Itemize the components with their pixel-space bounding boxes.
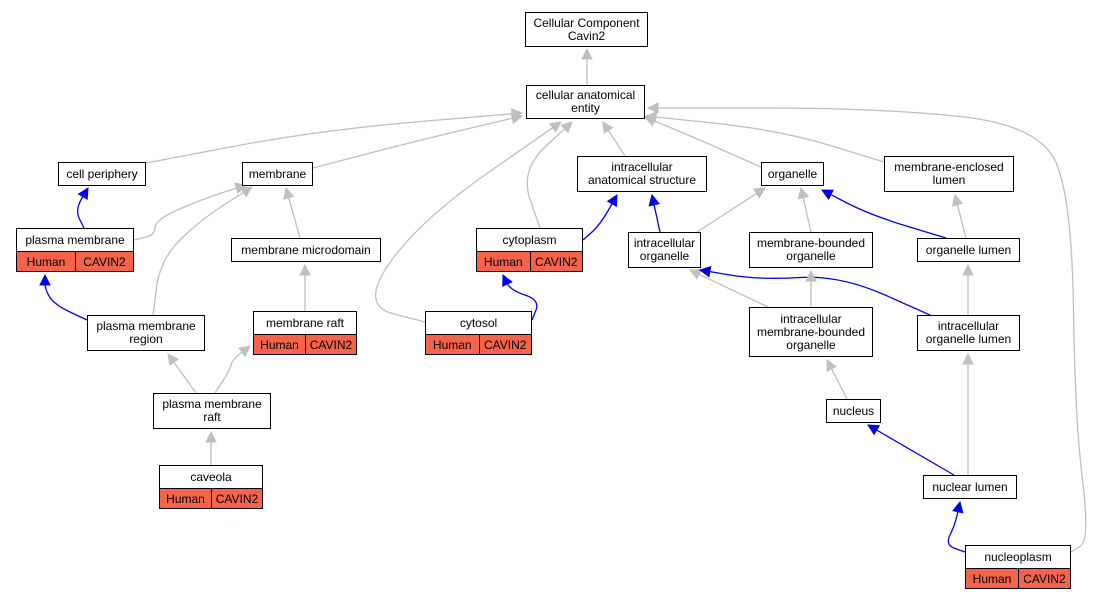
edge-plasma-membrane-to-membrane	[133, 187, 237, 241]
edge-cytoplasm-to-cae	[526, 128, 566, 229]
arrowhead-caveola-to-pm-raft	[205, 430, 217, 443]
arrowhead-pm-raft-to-pm-region	[167, 353, 179, 366]
arrowhead-io-lumen-to-intra-organelle	[698, 265, 712, 278]
arrowhead-mb-organelle-to-organelle	[797, 186, 809, 200]
term-node-imb-organelle[interactable]: intracellular membrane-bounded organelle	[749, 307, 873, 357]
edge-intra-organelle-to-ias	[653, 204, 661, 233]
arrowhead-nucleus-to-imb-organelle	[826, 359, 837, 373]
edge-ias-to-cae	[607, 130, 626, 157]
term-node-plasma-membrane[interactable]: plasma membrane	[16, 228, 134, 252]
term-node-organelle-lumen[interactable]: organelle lumen	[917, 238, 1020, 262]
arrowhead-io-lumen-to-organelle-lumen	[962, 263, 974, 276]
term-node-caveola[interactable]: caveola	[159, 465, 263, 489]
arrowhead-imb-organelle-to-intra-organelle	[688, 269, 702, 280]
arrowhead-cytoplasm-to-ias	[606, 194, 618, 208]
edge-pm-raft-to-pm-region	[173, 361, 197, 394]
edge-io-lumen-to-intra-organelle	[709, 270, 931, 316]
arrowhead-nuclear-lumen-to-nucleus	[867, 424, 881, 436]
annotation-species: Human	[254, 335, 306, 354]
edge-cell-periphery-to-cae	[145, 113, 513, 164]
term-node-mb-organelle[interactable]: membrane-bounded organelle	[749, 232, 873, 268]
edge-mb-organelle-to-organelle	[802, 197, 812, 233]
edge-nucleus-to-imb-organelle	[831, 368, 848, 400]
arrowhead-membrane-to-cae	[510, 112, 524, 125]
term-node-io-lumen[interactable]: intracellular organelle lumen	[917, 315, 1020, 351]
annotation-row-plasma-membrane: Human CAVIN2	[16, 252, 134, 272]
arrowhead-nuclear-lumen-to-io-lumen	[962, 352, 974, 365]
arrowhead-pm-region-to-plasma-membrane	[39, 273, 51, 286]
annotation-gene: CAVIN2	[1023, 571, 1066, 586]
arrowhead-pm-raft-to-membrane-raft	[238, 345, 251, 358]
arrowhead-ias-to-cae	[602, 121, 614, 134]
annotation-species: Human	[17, 252, 76, 271]
edge-cytosol-to-cytoplasm	[505, 282, 538, 321]
arrowhead-plasma-membrane-to-cell-periphery	[77, 187, 89, 201]
term-node-membrane[interactable]: membrane	[242, 162, 313, 186]
arrowhead-pm-region-to-membrane	[240, 186, 253, 198]
annotation-row-cytosol: Human CAVIN2	[425, 335, 532, 355]
edge-mel-to-cae	[655, 116, 885, 163]
arrowhead-intra-organelle-to-organelle	[753, 187, 766, 199]
term-node-mem-microdomain[interactable]: membrane microdomain	[231, 238, 381, 262]
term-node-root[interactable]: Cellular Component Cavin2	[525, 12, 648, 47]
annotation-species: Human	[426, 335, 480, 354]
edge-intra-organelle-to-organelle	[696, 192, 757, 233]
annotation-gene: CAVIN2	[83, 254, 126, 269]
annotation-species: Human	[966, 569, 1019, 588]
term-node-pm-raft[interactable]: plasma membrane raft	[153, 393, 271, 429]
term-node-mel[interactable]: membrane-enclosed lumen	[884, 156, 1014, 192]
edge-cytosol-to-cae	[375, 127, 554, 323]
arrowhead-cytosol-to-cae	[549, 121, 562, 133]
edge-pm-raft-to-membrane-raft	[214, 351, 243, 394]
edge-membrane-to-cae	[312, 117, 513, 169]
arrowhead-nucleoplasm-to-nuclear-lumen	[952, 500, 964, 514]
arrowhead-imb-organelle-to-mb-organelle	[805, 269, 817, 282]
term-node-pm-region[interactable]: plasma membrane region	[87, 315, 205, 351]
arrowhead-nucleoplasm-to-cae	[646, 102, 659, 114]
edge-organelle-lumen-to-mel	[956, 204, 967, 239]
arrowhead-cytoplasm-to-cae	[560, 121, 573, 134]
arrowhead-mem-microdomain-to-membrane	[283, 186, 295, 200]
edge-organelle-lumen-to-organelle	[830, 194, 947, 239]
arrowhead-cytosol-to-cytoplasm	[502, 273, 513, 287]
arrowhead-mel-to-cae	[644, 111, 658, 123]
edge-nucleoplasm-to-cae	[658, 107, 1087, 553]
arrowhead-intra-organelle-to-ias	[648, 193, 660, 207]
term-node-nuclear-lumen[interactable]: nuclear lumen	[923, 475, 1017, 499]
edge-pm-region-to-membrane	[152, 191, 244, 316]
arrowhead-organelle-lumen-to-organelle	[821, 189, 835, 201]
edge-nucleoplasm-to-nuclear-lumen	[947, 511, 966, 553]
term-node-nucleus[interactable]: nucleus	[826, 399, 881, 423]
edge-organelle-to-cae	[653, 120, 764, 169]
term-node-ias[interactable]: intracellular anatomical structure	[577, 156, 707, 192]
arrowhead-cae-to-root	[581, 47, 593, 60]
edge-mem-microdomain-to-membrane	[288, 197, 301, 239]
term-node-membrane-raft[interactable]: membrane raft	[253, 311, 357, 335]
annotation-row-nucleoplasm: Human CAVIN2	[965, 569, 1071, 589]
term-node-cae[interactable]: cellular anatomical entity	[526, 85, 645, 119]
annotation-gene: CAVIN2	[309, 337, 353, 352]
annotation-species: Human	[160, 489, 212, 508]
edge-plasma-membrane-to-cell-periphery	[77, 196, 85, 229]
annotation-row-cytoplasm: Human CAVIN2	[476, 252, 583, 272]
term-node-intra-organelle[interactable]: intracellular organelle	[628, 232, 701, 268]
term-node-organelle[interactable]: organelle	[761, 162, 824, 186]
term-node-cytoplasm[interactable]: cytoplasm	[476, 228, 583, 252]
term-node-cell-periphery[interactable]: cell periphery	[58, 162, 146, 186]
term-node-nucleoplasm[interactable]: nucleoplasm	[965, 545, 1071, 569]
annotation-gene: CAVIN2	[535, 254, 578, 269]
arrowhead-organelle-lumen-to-mel	[951, 193, 964, 207]
edge-nuclear-lumen-to-nucleus	[876, 429, 955, 476]
annotation-gene: CAVIN2	[484, 337, 527, 352]
arrowhead-membrane-raft-to-mem-microdomain	[299, 263, 311, 276]
annotation-gene: CAVIN2	[215, 491, 259, 506]
edge-imb-organelle-to-intra-organelle	[698, 273, 769, 308]
edge-cytoplasm-to-ias	[582, 203, 613, 241]
edge-pm-region-to-plasma-membrane	[44, 282, 88, 321]
annotation-species: Human	[477, 252, 531, 271]
term-node-cytosol[interactable]: cytosol	[425, 311, 532, 335]
